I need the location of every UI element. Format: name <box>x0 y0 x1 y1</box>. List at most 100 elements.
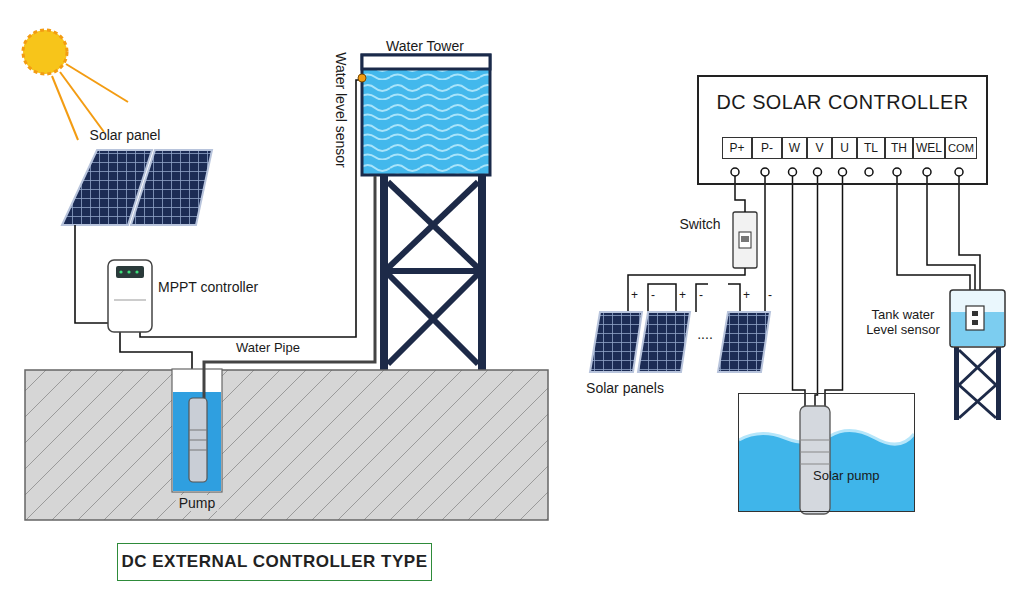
drawing-path <box>114 300 146 301</box>
part-label: - <box>768 289 772 303</box>
controller-box: DC SOLAR CONTROLLER P+ P- W V U TL TH WELCOM <box>697 75 988 185</box>
left-wires <box>75 80 360 398</box>
drawing-path <box>764 176 766 312</box>
box-text: Solar pump <box>813 468 879 483</box>
drawing-rect <box>972 311 978 316</box>
drawing-line <box>959 385 996 418</box>
drawing-path <box>140 80 360 337</box>
terminal-cell: WEL <box>913 137 945 159</box>
drawing-circle <box>761 168 769 176</box>
drawing-circle <box>23 30 67 74</box>
terminal-cell: P- <box>752 137 782 159</box>
drawing-line <box>959 385 996 418</box>
terminal-cell: TH <box>885 137 913 159</box>
drawing-path <box>927 176 975 306</box>
part-label: - <box>651 289 655 303</box>
drawing-circle <box>893 168 901 176</box>
drawing-circle <box>731 168 739 176</box>
pump-water <box>739 406 914 514</box>
drawing-rect <box>739 232 751 248</box>
drawing-circle <box>923 168 931 176</box>
drawing-path <box>75 225 110 323</box>
drawing-line <box>388 274 478 364</box>
drawing-rect <box>189 398 207 482</box>
drawing-rect <box>996 345 1001 420</box>
box-text: V <box>815 141 823 155</box>
drawing-path <box>728 284 740 312</box>
part-label: Solar panels <box>586 380 664 396</box>
drawing-polygon <box>131 150 212 225</box>
drawing-rect <box>362 55 490 175</box>
drawing-path <box>825 176 843 406</box>
terminal-cell: U <box>832 137 857 159</box>
drawing-circle <box>127 270 130 273</box>
type-caption-box: DC EXTERNAL CONTROLLER TYPE <box>117 543 432 581</box>
part-label: Water Pipe <box>236 341 300 356</box>
drawing-rect <box>966 306 984 330</box>
drawing-line <box>388 268 478 274</box>
drawing-rect <box>116 266 144 278</box>
drawing-line <box>52 76 78 140</box>
drawing-rect <box>172 369 222 492</box>
drawing-rect <box>972 320 978 325</box>
drawing-g <box>388 182 478 364</box>
box-text: TH <box>891 141 907 155</box>
drawing-rect <box>173 392 221 491</box>
ground <box>25 369 548 520</box>
drawing-path <box>189 430 207 450</box>
part-label: Pump <box>176 495 219 511</box>
drawing-rect <box>733 212 757 268</box>
drawing-path <box>800 440 830 464</box>
drawing-rect <box>954 345 959 420</box>
tank <box>950 290 1005 420</box>
drawing-path <box>628 268 745 312</box>
drawing-circle <box>865 168 873 176</box>
drawing-rect <box>950 290 1005 347</box>
box-text: U <box>840 141 849 155</box>
water-tower <box>358 55 490 370</box>
drawing-rect <box>108 260 152 332</box>
terminal-cell: TL <box>857 137 885 159</box>
part-label: .... <box>697 326 713 342</box>
box-text: COM <box>948 142 974 154</box>
part-label: Water level sensor <box>333 52 349 167</box>
drawing-polygon <box>638 312 690 372</box>
mppt-controller <box>108 260 152 332</box>
solar-panel <box>62 150 212 225</box>
box-text: DC EXTERNAL CONTROLLER TYPE <box>122 552 428 572</box>
drawing-circle <box>135 270 138 273</box>
terminal-cell: P+ <box>722 137 752 159</box>
terminal-cell: V <box>807 137 832 159</box>
part-label: Switch <box>679 216 720 232</box>
drawing-path <box>735 176 745 212</box>
drawing-rect <box>380 175 388 370</box>
drawing-rect <box>741 236 749 242</box>
terminal-cell: COM <box>945 137 977 159</box>
drawing-line <box>66 64 128 102</box>
box-text: P+ <box>729 141 744 155</box>
solar-panels <box>590 312 770 372</box>
drawing-polygon <box>590 312 642 372</box>
drawing-line <box>388 182 478 268</box>
box-text: W <box>789 141 800 155</box>
drawing-path <box>648 284 676 312</box>
drawing-line <box>388 182 478 268</box>
box-text: DC SOLAR CONTROLLER <box>699 91 986 114</box>
drawing-rect <box>362 55 490 69</box>
part-label: Solar panel <box>90 127 161 143</box>
terminal-dots <box>731 168 963 176</box>
drawing-g <box>959 350 996 418</box>
drawing-path <box>815 176 818 406</box>
drawing-circle <box>119 270 122 273</box>
drawing-circle <box>358 74 366 82</box>
pump-well-box: Solar pump <box>738 393 915 512</box>
drawing-rect <box>25 370 548 520</box>
part-label: + <box>679 289 686 303</box>
drawing-path <box>793 176 806 406</box>
part-label: + <box>631 289 638 303</box>
drawing-circle <box>789 168 797 176</box>
pump-left <box>189 398 207 482</box>
part-label: Tank water Level sensor <box>858 308 948 338</box>
drawing-circle <box>955 168 963 176</box>
